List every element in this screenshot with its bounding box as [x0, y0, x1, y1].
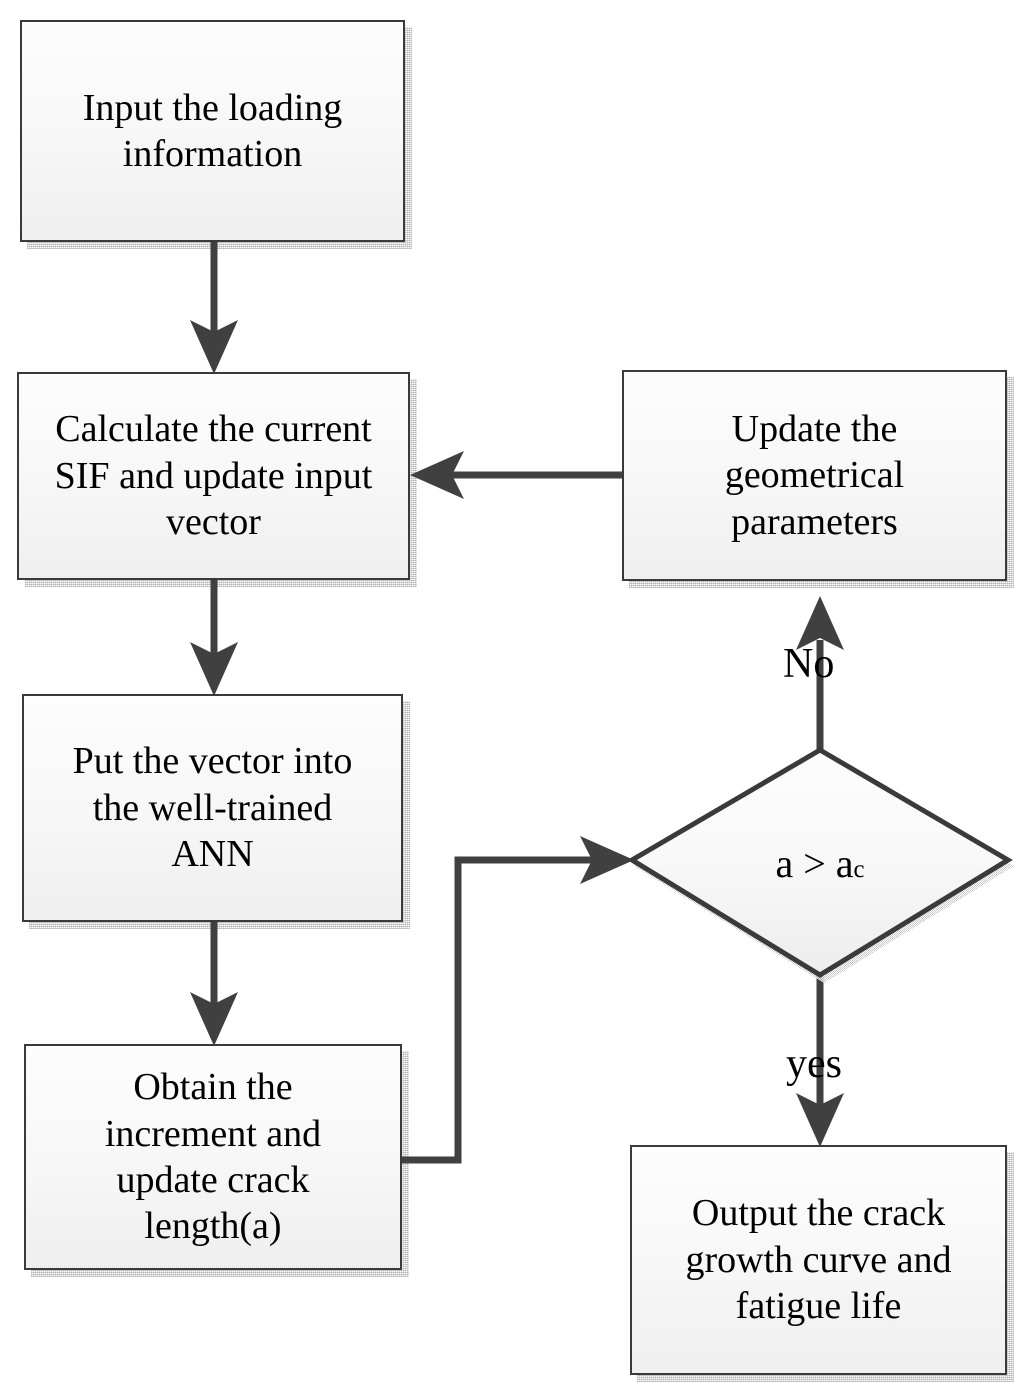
node-output-results[interactable]: Output the crack growth curve and fatigu… [630, 1145, 1007, 1375]
edge-input-to-calculate [190, 242, 238, 374]
node-input-loading-information[interactable]: Input the loading information [20, 20, 405, 242]
edge-calculate-to-ann [190, 580, 238, 696]
edge-label-yes: yes [786, 1041, 842, 1087]
node-label-update-geometry: Update the geometrical parameters [724, 407, 905, 543]
node-label-calculate-sif: Calculate the current SIF and update inp… [54, 408, 373, 544]
node-label-input-loading: Input the loading information [82, 86, 343, 175]
edge-ann-to-obtain [190, 922, 238, 1046]
node-label-output-results: Output the crack growth curve and fatigu… [685, 1192, 952, 1328]
node-put-vector-into-ann[interactable]: Put the vector into the well-trained ANN [22, 694, 403, 922]
node-label-put-vector-ann: Put the vector into the well-trained ANN [72, 740, 353, 876]
node-update-geometrical-parameters[interactable]: Update the geometrical parameters [622, 370, 1007, 581]
diamond-shape [627, 747, 1013, 978]
edge-label-no: No [783, 641, 835, 687]
edge-update-to-calculate [410, 451, 622, 499]
node-label-obtain-increment: Obtain the increment and update crack le… [104, 1066, 322, 1248]
edge-obtain-to-decision [400, 836, 634, 1164]
node-obtain-increment[interactable]: Obtain the increment and update crack le… [24, 1044, 402, 1270]
node-calculate-sif[interactable]: Calculate the current SIF and update inp… [17, 372, 410, 580]
